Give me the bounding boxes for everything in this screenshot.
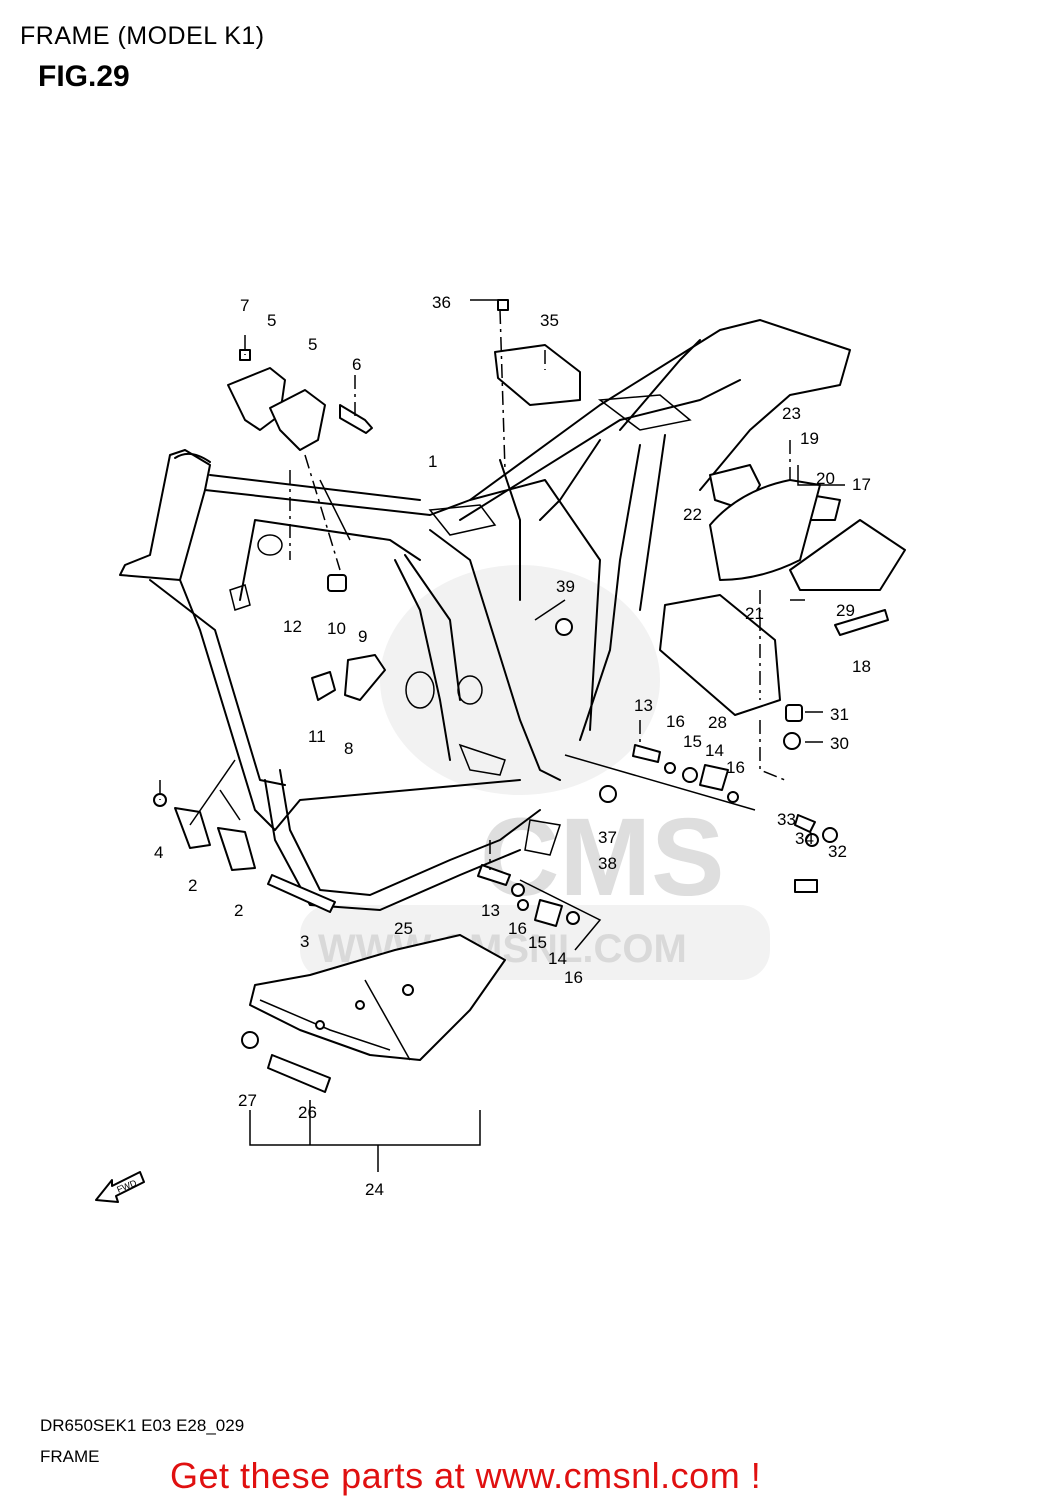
part-label: 22 — [683, 505, 702, 524]
part-label: 2 — [234, 901, 243, 920]
part-label: 27 — [238, 1091, 257, 1110]
part-label: 6 — [352, 355, 361, 374]
part-label: 25 — [394, 919, 413, 938]
part-label: 8 — [344, 739, 353, 758]
part-label: 4 — [154, 843, 163, 862]
page-subtitle: FRAME (MODEL K1) — [20, 22, 265, 50]
part-label: 16 — [726, 758, 745, 777]
part-label: 14 — [705, 741, 724, 760]
part-label: 19 — [800, 429, 819, 448]
part-label: 16 — [564, 968, 583, 987]
part-number-labels: 7 5 5 6 36 35 1 23 19 20 17 22 39 12 10 … — [154, 293, 871, 1199]
part-label: 9 — [358, 627, 367, 646]
part-label: 32 — [828, 842, 847, 861]
part-label: 16 — [666, 712, 685, 731]
part-label: 28 — [708, 713, 727, 732]
part-label: 35 — [540, 311, 559, 330]
part-label: 14 — [548, 949, 567, 968]
part-label: 5 — [267, 311, 276, 330]
forward-arrow: FWD — [95, 1171, 145, 1203]
part-label: 13 — [634, 696, 653, 715]
part-label: 18 — [852, 657, 871, 676]
part-label: 13 — [481, 901, 500, 920]
part-label: 2 — [188, 876, 197, 895]
diagram-code: DR650SEK1 E03 E28_029 — [40, 1416, 245, 1435]
cta-banner[interactable]: Get these parts at www.cmsnl.com ! — [170, 1455, 762, 1496]
fwd-label: FWD — [115, 1178, 138, 1195]
part-label: 12 — [283, 617, 302, 636]
part-label: 21 — [745, 604, 764, 623]
part-label: 30 — [830, 734, 849, 753]
part-label: 38 — [598, 854, 617, 873]
part-label: 5 — [308, 335, 317, 354]
part-label: 16 — [508, 919, 527, 938]
part-label: 33 — [777, 810, 796, 829]
part-label: 39 — [556, 577, 575, 596]
leader-lines — [159, 299, 845, 1172]
part-label: 15 — [683, 732, 702, 751]
part-label: 26 — [298, 1103, 317, 1122]
part-label: 20 — [816, 469, 835, 488]
part-label: 11 — [308, 727, 326, 746]
part-label: 3 — [300, 932, 309, 951]
part-label: 29 — [836, 601, 855, 620]
part-label: 34 — [795, 829, 814, 848]
part-label: 10 — [327, 619, 346, 638]
part-label: 31 — [830, 705, 849, 724]
part-label: 36 — [432, 293, 451, 312]
part-label: 37 — [598, 828, 617, 847]
part-label: 1 — [428, 452, 437, 471]
skid-plate — [241, 934, 506, 1093]
part-label: 24 — [365, 1180, 384, 1199]
diagram-caption: FRAME — [40, 1447, 100, 1466]
part-label: 15 — [528, 933, 547, 952]
part-label: 7 — [240, 296, 249, 315]
watermark-brand: CMS — [480, 796, 724, 919]
part-label: 17 — [852, 475, 871, 494]
main-frame — [119, 319, 851, 911]
figure-number: FIG.29 — [38, 60, 130, 93]
part-label: 23 — [782, 404, 801, 423]
small-parts — [153, 299, 906, 927]
